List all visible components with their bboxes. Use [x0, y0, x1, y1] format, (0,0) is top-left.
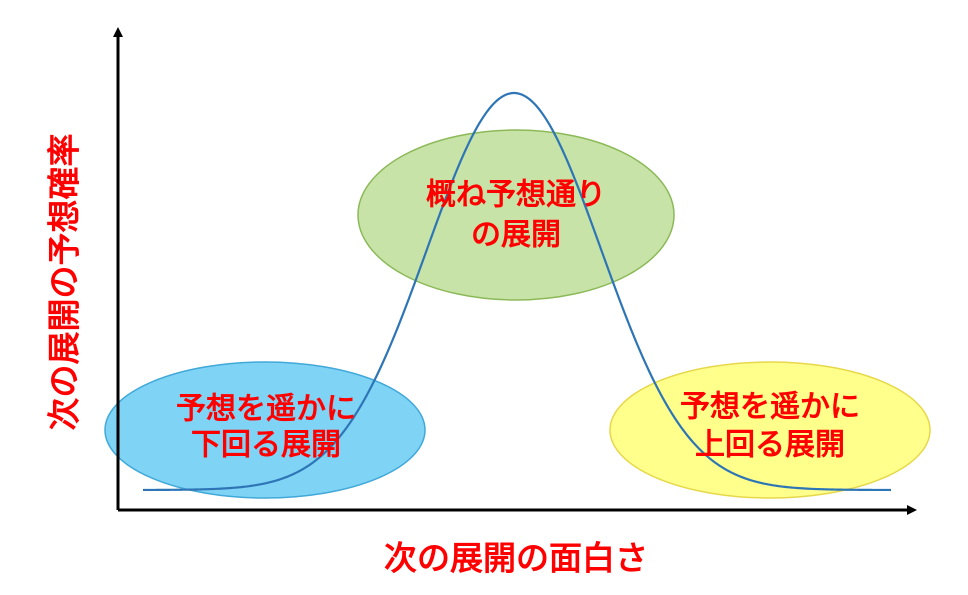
center-region-ellipse: [357, 129, 675, 301]
right-region-label-line1: 予想を遥かに: [680, 390, 860, 425]
x-axis-label: 次の展開の面白さ: [384, 539, 648, 578]
left-region-label-line2: 下回る展開: [191, 428, 341, 463]
left-region-ellipse: [104, 361, 426, 499]
bell-curve: [142, 91, 892, 492]
right-region-label-line2: 上回る展開: [695, 428, 845, 463]
center-region-label-line2: の展開: [471, 218, 561, 253]
right-region-ellipse: [609, 361, 931, 499]
left-region-label-line1: 予想を遥かに: [176, 392, 356, 427]
y-axis-label: 次の展開の予想確率: [45, 134, 84, 431]
center-region-label-line1: 概ね予想通り: [426, 178, 606, 213]
